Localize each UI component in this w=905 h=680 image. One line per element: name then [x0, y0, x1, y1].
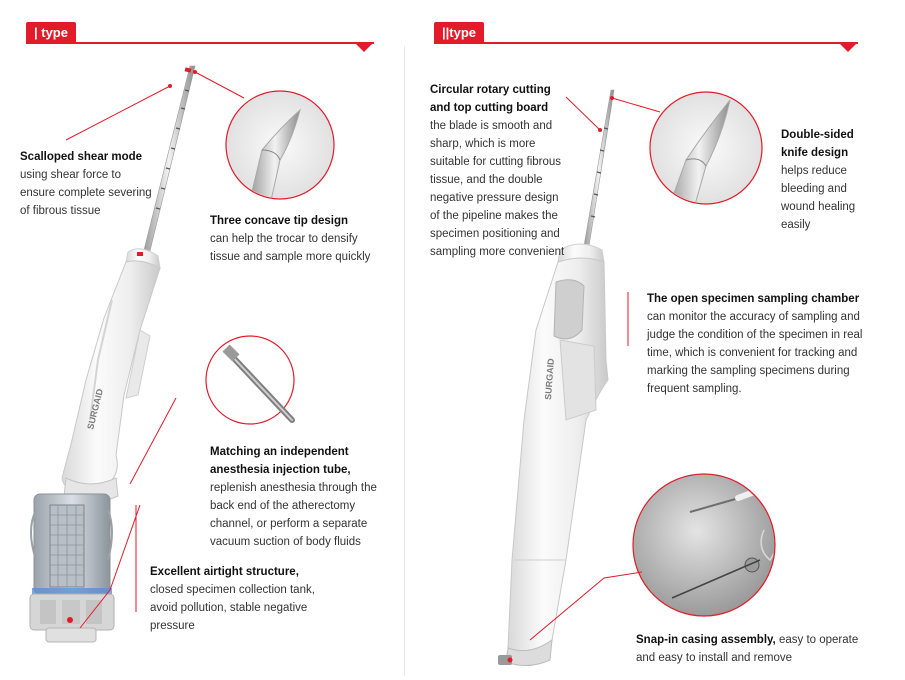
concave-tip-title: Three concave tip design	[210, 215, 349, 227]
rotary-leader	[565, 96, 601, 131]
anesthesia-tube-callout: Matching an independent anesthesia injec…	[210, 443, 396, 551]
assembly-zoom-circle	[632, 473, 776, 617]
type-i-device: SURGAID	[29, 65, 335, 643]
type-i-handle	[61, 260, 161, 493]
snap-leader	[529, 571, 643, 641]
sampling-chamber-body: can monitor the accuracy of sampling and…	[647, 311, 863, 395]
anesthesia-tube-body: replenish anesthesia through the back en…	[210, 482, 377, 548]
double-knife-title: Double-sided knife design	[781, 129, 854, 159]
airtight-structure-callout: Excellent airtight structure, closed spe…	[150, 563, 320, 635]
double-knife-body: helps reduce bleeding and wound healing …	[781, 165, 856, 231]
concave-tip-body: can help the trocar to densify tissue an…	[210, 233, 371, 263]
airtight-leader	[79, 504, 141, 629]
scalloped-shear-body: using shear force to ensure complete sev…	[20, 169, 152, 217]
knife-leader	[611, 97, 661, 113]
type-ii-tab: ||type	[434, 22, 485, 44]
scalloped-shear-callout: Scalloped shear mode using shear force t…	[20, 148, 155, 220]
type-i-tab: | type	[26, 22, 76, 44]
rotary-cutting-callout: Circular rotary cutting and top cutting …	[430, 81, 570, 261]
snap-in-title: Snap-in casing assembly,	[636, 634, 776, 646]
anesthesia-tube-title: Matching an independent anesthesia injec…	[210, 446, 351, 476]
type-ii-rule-marker	[840, 44, 856, 52]
scalloped-leader	[65, 85, 171, 141]
type-i-rule-marker	[356, 44, 372, 52]
type-ii-rule	[434, 42, 858, 44]
section-divider	[404, 46, 405, 676]
snap-in-callout: Snap-in casing assembly, easy to operate…	[636, 631, 866, 667]
double-knife-callout: Double-sided knife design helps reduce b…	[781, 126, 881, 234]
airtight-structure-title: Excellent airtight structure,	[150, 566, 299, 578]
type-ii-device: SURGAID	[498, 89, 776, 666]
snap-in-body: easy to operate and easy to install and …	[636, 634, 859, 664]
type-i-rule	[26, 42, 374, 44]
sampling-chamber-callout: The open specimen sampling chamber can m…	[647, 290, 875, 398]
tip-leader	[194, 71, 245, 99]
type-ii-brand-label: SURGAID	[543, 358, 556, 401]
concave-tip-callout: Three concave tip design can help the tr…	[210, 212, 390, 266]
type-ii-needle	[583, 89, 615, 247]
rotary-cutting-body: the blade is smooth and sharp, which is …	[430, 120, 565, 258]
scalloped-shear-title: Scalloped shear mode	[20, 151, 143, 163]
sampling-chamber-title: The open specimen sampling chamber	[647, 293, 860, 305]
rotary-cutting-title: Circular rotary cutting and top cutting …	[430, 84, 551, 114]
airtight-structure-body: closed specimen collection tank, avoid p…	[150, 584, 315, 632]
sampling-chamber-window	[553, 279, 585, 340]
type-i-canister	[29, 493, 115, 643]
tube-leader	[129, 397, 177, 485]
